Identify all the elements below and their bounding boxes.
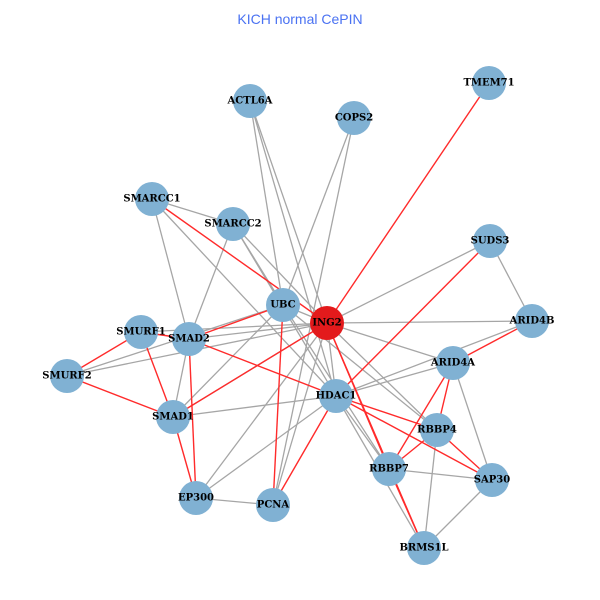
node-cops2[interactable]: COPS2 [335, 101, 373, 135]
node-label: BRMS1L [399, 543, 448, 554]
edge-hdac1-pcna [272, 395, 337, 506]
node-rbbp7[interactable]: RBBP7 [369, 452, 409, 486]
node-label: SUDS3 [471, 236, 510, 247]
node-circle[interactable] [135, 182, 169, 216]
edge-smad2-ep300 [188, 338, 197, 499]
node-label: SMURF1 [116, 327, 165, 338]
node-circle[interactable] [233, 84, 267, 118]
edge-rbbp4-brms1l [423, 429, 438, 549]
node-label: SMARCC1 [123, 194, 180, 205]
node-circle[interactable] [124, 315, 158, 349]
edge-cops2-ubc [282, 117, 355, 306]
node-circle[interactable] [407, 531, 441, 565]
edge-smurf2-smad1 [66, 375, 174, 418]
node-ep300[interactable]: EP300 [178, 481, 214, 515]
node-circle[interactable] [337, 101, 371, 135]
edge-rbbp7-sap30 [388, 468, 493, 481]
edge-ing2-tmem71 [326, 82, 490, 324]
node-hdac1[interactable]: HDAC1 [316, 379, 357, 413]
node-label: SAP30 [474, 475, 510, 486]
edge-smad2-hdac1 [188, 338, 337, 397]
node-circle[interactable] [319, 379, 353, 413]
node-smarcc1[interactable]: SMARCC1 [123, 182, 181, 216]
node-circle[interactable] [156, 400, 190, 434]
node-label: ARID4A [430, 358, 475, 369]
chart-title: KICH normal CePIN [237, 11, 363, 27]
node-circle[interactable] [475, 463, 509, 497]
edge-ubc-pcna [272, 304, 284, 506]
node-label: SMURF2 [42, 371, 91, 382]
node-label: SMAD2 [168, 334, 210, 345]
node-circle[interactable] [216, 207, 250, 241]
node-circle[interactable] [372, 452, 406, 486]
edge-hdac1-sap30 [335, 395, 493, 481]
node-brms1l[interactable]: BRMS1L [399, 531, 449, 565]
edge-ing2-rbbp4 [326, 322, 438, 431]
node-sap30[interactable]: SAP30 [474, 463, 510, 497]
node-label: SMARCC2 [204, 219, 261, 230]
edge-smarcc1-hdac1 [151, 198, 337, 397]
node-circle[interactable] [310, 306, 344, 340]
node-label: ARID4B [509, 316, 555, 327]
edge-ing2-ep300 [195, 322, 328, 499]
edge-ing2-arid4b [326, 320, 533, 324]
node-ubc[interactable]: UBC [266, 288, 300, 322]
node-circle[interactable] [172, 322, 206, 356]
node-circle[interactable] [472, 66, 506, 100]
edge-hdac1-suds3 [335, 240, 491, 397]
node-arid4b[interactable]: ARID4B [509, 304, 555, 338]
edge-smarcc2-smad2 [188, 223, 234, 340]
node-smarcc2[interactable]: SMARCC2 [204, 207, 262, 241]
node-label: RBBP4 [417, 425, 457, 436]
node-smurf2[interactable]: SMURF2 [42, 359, 92, 393]
node-circle[interactable] [50, 359, 84, 393]
node-circle[interactable] [266, 288, 300, 322]
node-suds3[interactable]: SUDS3 [471, 224, 510, 258]
node-smurf1[interactable]: SMURF1 [116, 315, 166, 349]
node-label: RBBP7 [369, 464, 409, 475]
edge-suds3-ing2 [326, 240, 491, 324]
edge-actl6a-ing2 [249, 100, 328, 324]
edge-arid4a-sap30 [452, 362, 493, 481]
node-label: COPS2 [335, 113, 373, 124]
edge-hdac1-smad1 [172, 395, 337, 418]
edge-ing2-arid4a [326, 322, 454, 364]
edge-hdac1-ep300 [195, 395, 337, 499]
node-circle[interactable] [436, 346, 470, 380]
node-smad2[interactable]: SMAD2 [168, 322, 210, 356]
edge-ubc-rbbp4 [282, 304, 438, 431]
edge-smarcc2-ing2 [232, 223, 328, 324]
node-ing2[interactable]: ING2 [310, 306, 344, 340]
edge-hdac1-arid4b [335, 320, 533, 397]
node-circle[interactable] [179, 481, 213, 515]
node-circle[interactable] [473, 224, 507, 258]
node-label: PCNA [257, 500, 290, 511]
node-tmem71[interactable]: TMEM71 [463, 66, 515, 100]
node-label: UBC [270, 300, 295, 311]
edge-ing2-pcna [272, 322, 328, 506]
node-circle[interactable] [256, 488, 290, 522]
edge-smarcc1-smad2 [151, 198, 190, 340]
node-rbbp4[interactable]: RBBP4 [417, 413, 457, 447]
node-label: EP300 [178, 493, 214, 504]
node-pcna[interactable]: PCNA [256, 488, 290, 522]
edge-ing2-smad1 [172, 322, 328, 418]
node-label: HDAC1 [316, 391, 357, 402]
node-label: ING2 [312, 318, 341, 329]
node-label: SMAD1 [152, 412, 194, 423]
edge-hdac1-rbbp4 [335, 395, 438, 431]
node-smad1[interactable]: SMAD1 [152, 400, 194, 434]
edge-actl6a-hdac1 [249, 100, 337, 397]
node-circle[interactable] [420, 413, 454, 447]
node-label: TMEM71 [463, 78, 514, 89]
node-circle[interactable] [515, 304, 549, 338]
edge-cops2-pcna [272, 117, 355, 506]
node-actl6a[interactable]: ACTL6A [227, 84, 273, 118]
edge-arid4a-rbbp7 [388, 362, 454, 470]
node-arid4a[interactable]: ARID4A [430, 346, 475, 380]
edge-actl6a-ubc [249, 100, 284, 306]
node-label: ACTL6A [227, 96, 273, 107]
